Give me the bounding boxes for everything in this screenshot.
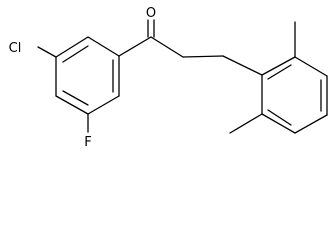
bond-ar2-5 [261, 113, 296, 134]
atom-labels: O Cl F [9, 6, 156, 150]
bond-ar2-inner-1 [267, 64, 292, 80]
bond-ar1-1 [55, 36, 89, 58]
bond-lines [37, 19, 328, 134]
bond-ar2-2 [294, 56, 328, 77]
bond-c-cl [37, 46, 57, 58]
bond-ar1-carbonyl [118, 36, 152, 57]
bond-ar1-2 [87, 36, 120, 57]
bond-chain-2 [182, 55, 224, 58]
bond-ar1-4 [87, 95, 120, 115]
bond-ar2-4 [294, 114, 328, 134]
fluorine-label: F [84, 135, 91, 150]
structural-formula: O Cl F [9, 6, 328, 150]
bond-ar1-5 [55, 95, 89, 115]
chlorine-label: Cl [9, 41, 22, 56]
bond-ar2-inner-3 [267, 109, 292, 126]
bond-ar1-inner-1 [62, 45, 89, 63]
bond-chain-1 [150, 36, 184, 58]
bond-ar1-inner-3 [62, 90, 89, 106]
oxygen-label: O [146, 6, 156, 21]
bond-ar2-1 [261, 56, 296, 76]
bond-chain-3 [222, 55, 263, 76]
bond-methyl-bottom [229, 113, 263, 134]
